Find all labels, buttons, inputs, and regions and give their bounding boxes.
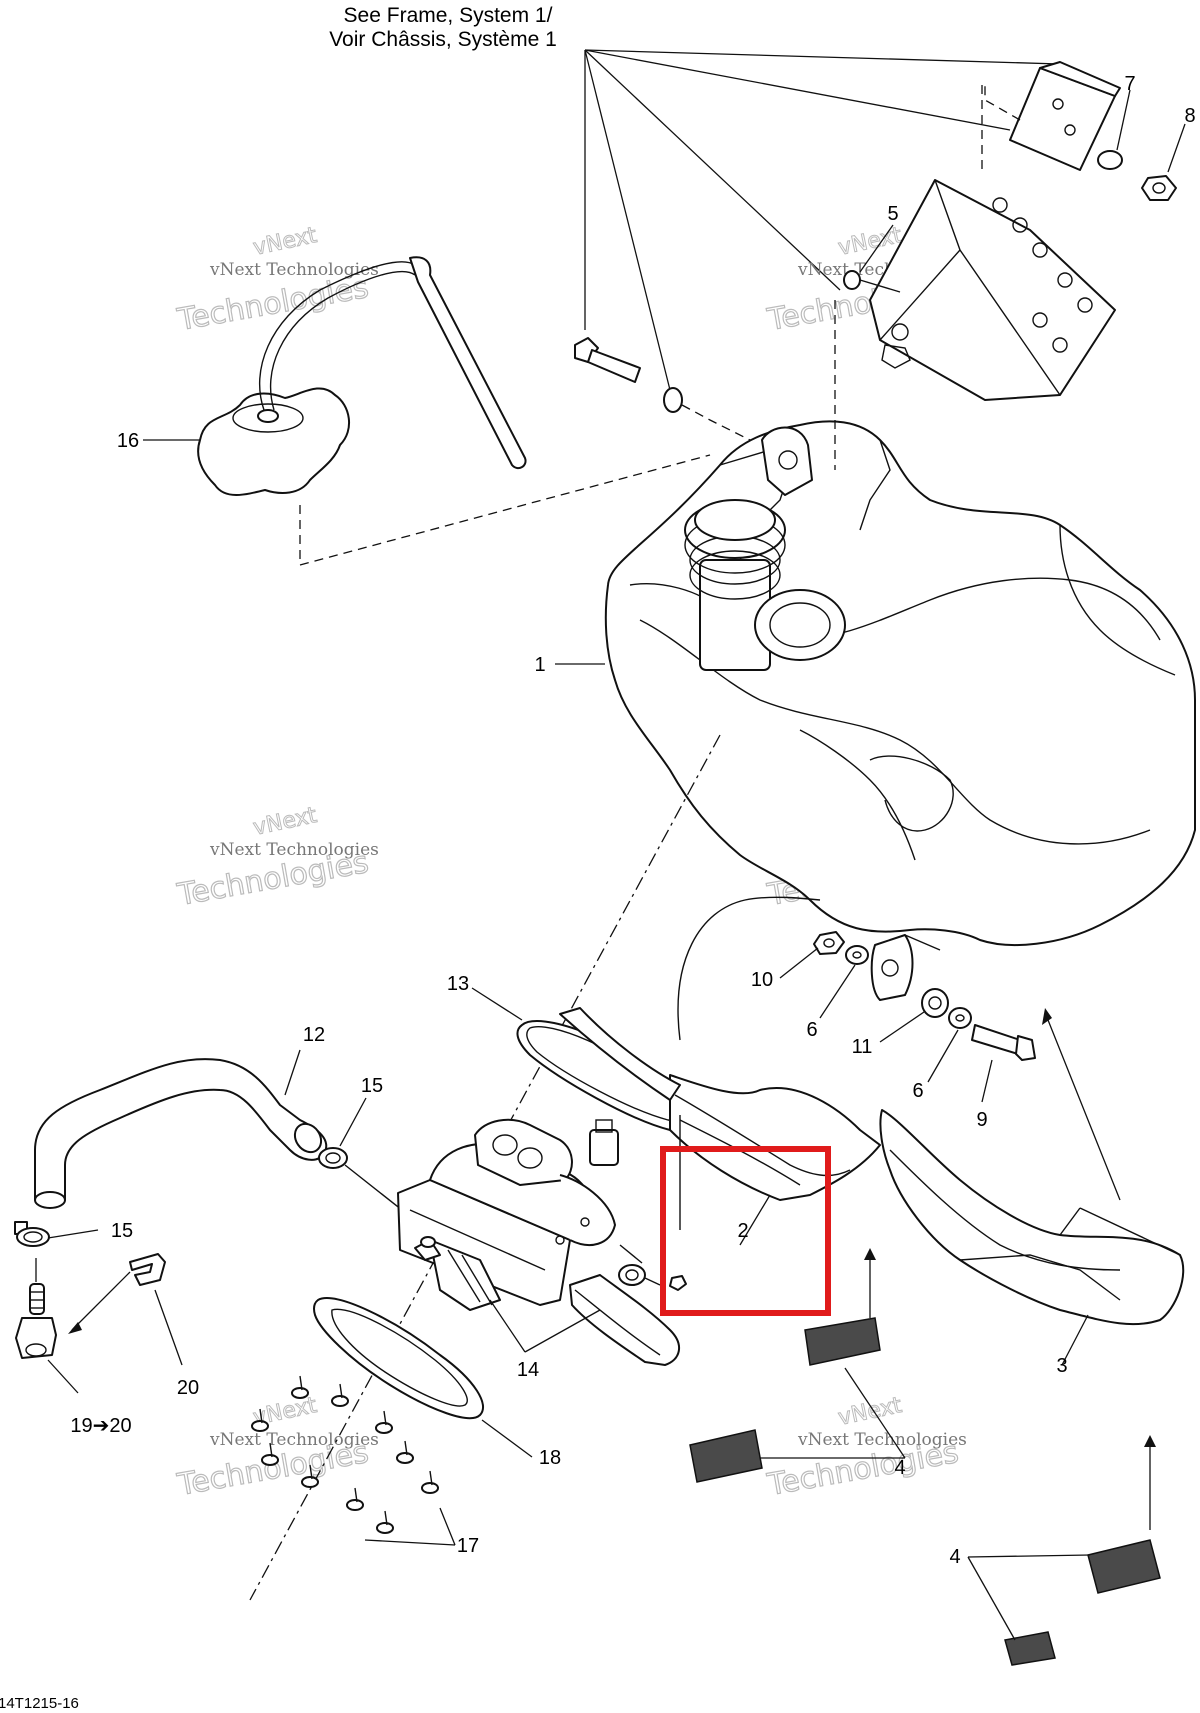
svg-text:vNext Technologies: vNext Technologies bbox=[209, 1430, 379, 1450]
frame-reference-lines bbox=[584, 49, 1061, 391]
part-15-clamp-lower bbox=[14, 1221, 50, 1247]
callout-15b: 15 bbox=[111, 1220, 133, 1242]
part-14-sender bbox=[569, 1244, 687, 1366]
vent-tube bbox=[677, 896, 821, 1041]
part-15-clamp-upper bbox=[318, 1147, 441, 1241]
screw bbox=[291, 1375, 309, 1399]
cap-to-tank-dashed-line bbox=[299, 454, 711, 566]
callout-8: 8 bbox=[1184, 105, 1195, 127]
part-14-fuel-pump bbox=[397, 1118, 619, 1311]
part-18-lock-ring bbox=[313, 1297, 485, 1420]
callout-16: 16 bbox=[117, 430, 139, 452]
callout-4a: 4 bbox=[894, 1457, 905, 1479]
callout-1: 1 bbox=[534, 654, 545, 676]
callout-3: 3 bbox=[1056, 1355, 1067, 1377]
part-5-screw bbox=[843, 270, 901, 293]
svg-text:vNext: vNext bbox=[251, 223, 319, 261]
svg-text:vNext: vNext bbox=[251, 803, 319, 841]
callout-14: 14 bbox=[517, 1359, 539, 1381]
screw bbox=[251, 1408, 269, 1432]
header-line-1: See Frame, System 1/ bbox=[344, 4, 553, 27]
part-4-pads bbox=[689, 1317, 1161, 1666]
screw bbox=[376, 1510, 394, 1534]
callout-20: 20 bbox=[177, 1377, 199, 1399]
screw bbox=[301, 1464, 319, 1488]
callout-18: 18 bbox=[539, 1447, 561, 1469]
callout-4b: 4 bbox=[949, 1546, 960, 1568]
part-6-washer-left bbox=[845, 945, 869, 965]
drawing-code: 14T1215-16 bbox=[0, 1695, 79, 1712]
part-6-washer-right bbox=[948, 1007, 972, 1029]
callouts: 1 2 3 4 4 5 6 6 7 8 9 10 11 13 12 14 15 … bbox=[70, 73, 1195, 1568]
part-10-nut bbox=[813, 931, 845, 955]
part-12-hose bbox=[34, 1058, 328, 1209]
callout-5: 5 bbox=[887, 203, 898, 225]
callout-12: 12 bbox=[303, 1024, 325, 1046]
part-16-fuel-cap bbox=[197, 256, 527, 496]
screw bbox=[396, 1440, 414, 1464]
svg-text:vNext Technologies: vNext Technologies bbox=[209, 260, 379, 280]
callout-17: 17 bbox=[457, 1535, 479, 1557]
part-1-fuel-tank bbox=[604, 420, 1196, 1001]
svg-text:vNext Technologies: vNext Technologies bbox=[209, 840, 379, 860]
part-19-connector bbox=[15, 1258, 57, 1359]
tank-mounting-bolt bbox=[574, 337, 761, 446]
part-5-bracket bbox=[869, 179, 1116, 401]
callout-15a: 15 bbox=[361, 1075, 383, 1097]
callout-9: 9 bbox=[976, 1109, 987, 1131]
part-17-screws bbox=[251, 1375, 439, 1534]
watermark-bottom-left: vNext vNext Technologies Technologies bbox=[174, 1392, 379, 1503]
part-11-bushing bbox=[921, 988, 949, 1018]
callout-6b: 6 bbox=[912, 1080, 923, 1102]
part-20-clip bbox=[68, 1253, 166, 1334]
part-8-nut bbox=[1141, 175, 1177, 201]
part-2-shield bbox=[559, 1007, 881, 1230]
callout-10: 10 bbox=[751, 969, 773, 991]
svg-text:vNext Technologies: vNext Technologies bbox=[797, 1430, 967, 1450]
svg-text:vNext: vNext bbox=[836, 1393, 904, 1431]
callout-2: 2 bbox=[737, 1220, 748, 1242]
pad-direction-arrows bbox=[760, 1008, 1156, 1530]
part-9-bolt bbox=[971, 1024, 1036, 1061]
screw bbox=[261, 1442, 279, 1466]
screw bbox=[346, 1487, 364, 1511]
part-3-skid-plate bbox=[879, 1109, 1185, 1326]
callout-7: 7 bbox=[1124, 73, 1135, 95]
header-line-2: Voir Châssis, Système 1 bbox=[329, 28, 557, 51]
screw bbox=[375, 1410, 393, 1434]
watermark-bottom-right: vNext vNext Technologies Technologies bbox=[764, 1392, 967, 1503]
part-7-frame-plate bbox=[984, 61, 1123, 171]
callout-13: 13 bbox=[447, 973, 469, 995]
leader-lines bbox=[47, 89, 1186, 1641]
callout-6a: 6 bbox=[806, 1019, 817, 1041]
screw bbox=[421, 1470, 439, 1494]
callout-11: 11 bbox=[852, 1036, 873, 1058]
watermark-mid-left: vNext vNext Technologies Technologies bbox=[174, 802, 379, 913]
screw bbox=[331, 1383, 349, 1407]
watermark-top-left: vNext vNext Technologies Technologies bbox=[174, 222, 379, 338]
callout-19-to-20: 19➔20 bbox=[70, 1415, 131, 1437]
highlight-box-part-2 bbox=[660, 1146, 831, 1316]
